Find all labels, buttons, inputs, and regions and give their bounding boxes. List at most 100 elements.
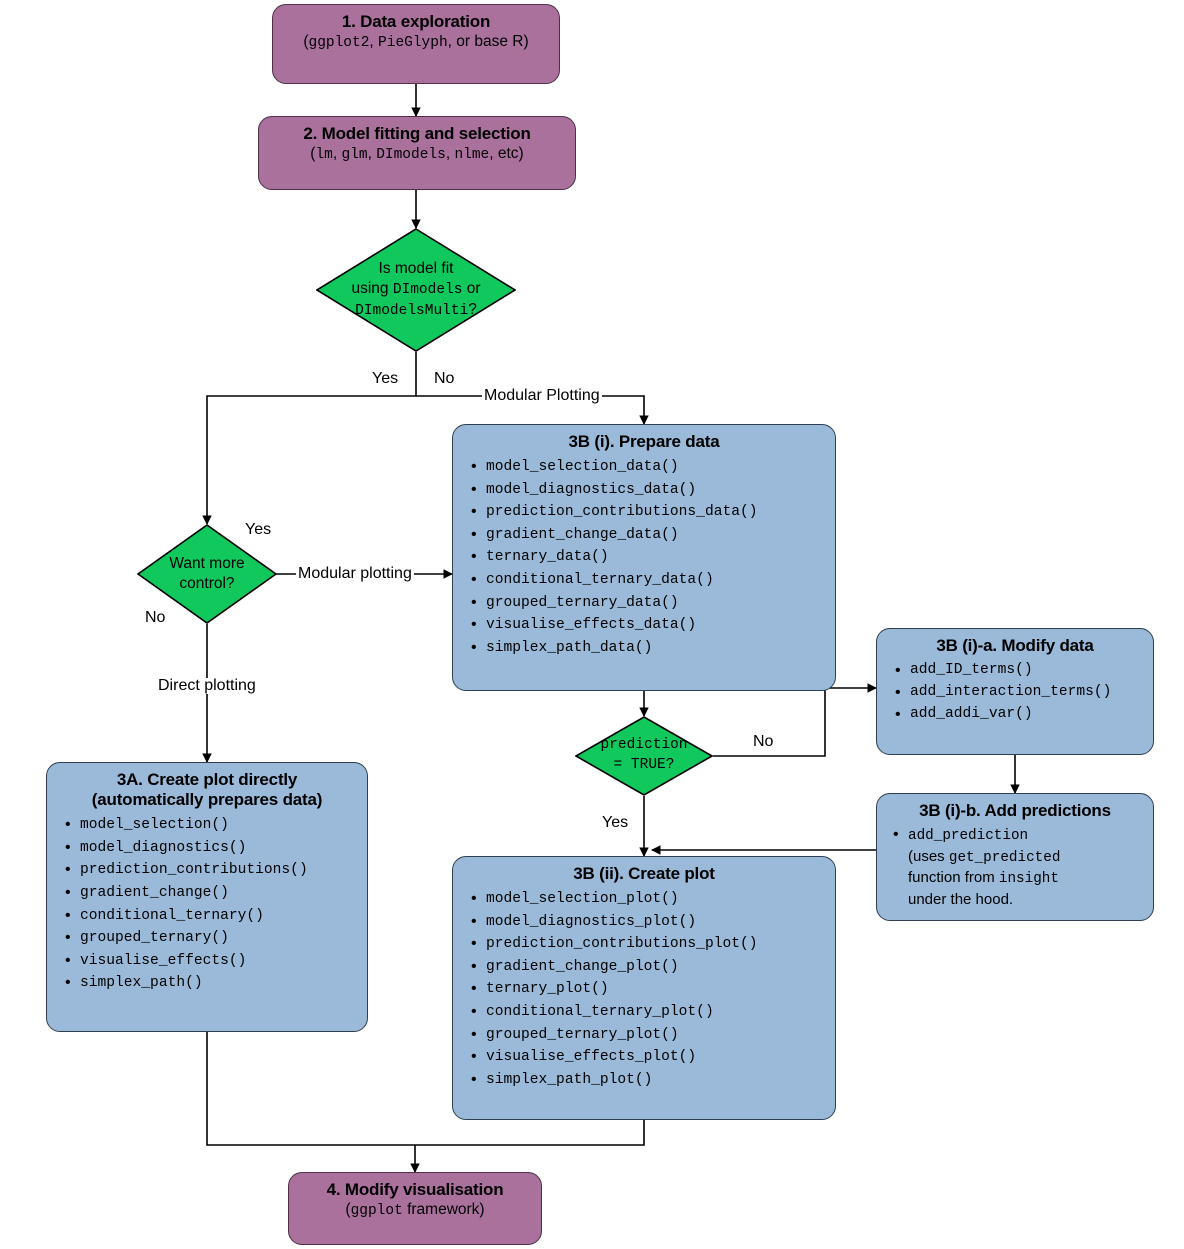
text: 3A. Create plot directly (116, 770, 298, 789)
list-item: simplex_path() (65, 971, 361, 995)
node-add-predictions[interactable]: 3B (i)-b. Add predictions add_prediction… (876, 793, 1154, 921)
text: Want more (169, 554, 245, 572)
list-item: gradient_change_data() (471, 523, 829, 547)
text: , (332, 145, 342, 163)
node-title: 4. Modify visualisation (326, 1180, 504, 1199)
text: function from (908, 869, 999, 887)
node-create-plot[interactable]: 3B (ii). Create plot model_selection_plo… (452, 856, 836, 1120)
edge-decision3-no (713, 683, 877, 757)
code-pieglyph: PieGlyph (378, 35, 448, 52)
node-title: 3A. Create plot directly(automatically p… (47, 763, 367, 810)
list-item: model_selection_plot() (471, 887, 829, 911)
edge-label-d1-yes: Yes (370, 370, 401, 387)
code-ggplot2: ggplot2 (308, 35, 370, 52)
decision-prediction-true[interactable]: prediction = TRUE? (575, 716, 713, 796)
code-get-predicted: get_predicted (948, 849, 1061, 866)
list-item: visualise_effects_data() (471, 613, 829, 637)
node-modify-visualisation[interactable]: 4. Modify visualisation (ggplot framewor… (288, 1172, 542, 1245)
code-insight: insight (998, 871, 1059, 888)
node-prepare-data[interactable]: 3B (i). Prepare data model_selection_dat… (452, 424, 836, 691)
code-add-prediction: add_prediction (908, 828, 1029, 845)
diamond-shape (137, 524, 277, 624)
node-title: 3B (i)-a. Modify data (936, 636, 1094, 655)
list-item: visualise_effects_plot() (471, 1045, 829, 1069)
text: or (462, 280, 481, 298)
list-item: grouped_ternary() (65, 926, 361, 950)
list-item: ternary_data() (471, 546, 829, 570)
text: , (369, 33, 379, 51)
code-dimodelsmulti: DImodelsMulti (355, 303, 469, 320)
list-item: prediction_contributions_plot() (471, 932, 829, 956)
list-item: grouped_ternary_plot() (471, 1023, 829, 1047)
list-item: conditional_ternary() (65, 904, 361, 928)
list-item: grouped_ternary_data() (471, 591, 829, 615)
list-item: model_diagnostics_data() (471, 478, 829, 502)
edge-label-d2-no: No (143, 609, 168, 626)
list-item: add_ID_terms() (895, 659, 1147, 683)
edge-label-modular-plotting: Modular plotting (296, 565, 414, 582)
text: (uses (908, 847, 949, 865)
list-item: ternary_plot() (471, 978, 829, 1002)
edge-label-direct-plotting: Direct plotting (156, 677, 258, 694)
list-item: conditional_ternary_plot() (471, 1000, 829, 1024)
list-item: visualise_effects() (65, 949, 361, 973)
node-title: 2. Model fitting and selection (303, 124, 531, 143)
list-item: conditional_ternary_data() (471, 568, 829, 592)
list-item: prediction_contributions() (65, 858, 361, 882)
text: (automatically prepares data) (91, 790, 323, 810)
node-subtitle: (lm, glm, DImodels, nlme, etc) (259, 144, 575, 170)
code-nlme: nlme (454, 147, 490, 164)
text: , (445, 145, 455, 163)
text: ? (468, 301, 477, 319)
text: Is model fit (378, 259, 454, 277)
function-list: model_selection_data() model_diagnostics… (453, 455, 835, 660)
function-list: add_ID_terms() add_interaction_terms() a… (877, 659, 1153, 727)
decision-label: Is model fit using DImodels or DImodelsM… (347, 259, 484, 322)
text: , etc) (489, 145, 524, 163)
list-item: model_diagnostics() (65, 836, 361, 860)
node-data-exploration[interactable]: 1. Data exploration (ggplot2, PieGlyph, … (272, 4, 560, 84)
function-list: model_selection() model_diagnostics() pr… (47, 813, 367, 996)
node-model-fitting[interactable]: 2. Model fitting and selection (lm, glm,… (258, 116, 576, 190)
edge-label-d1-no: No (432, 370, 457, 387)
decision-label: prediction = TRUE? (596, 736, 691, 775)
text: under the hood. (908, 891, 1014, 909)
text: ( (310, 145, 316, 163)
decision-label: Want more control? (165, 554, 248, 595)
node-title: 1. Data exploration (341, 12, 491, 31)
decision-want-more-control[interactable]: Want more control? (137, 524, 277, 624)
node-title: 3B (i). Prepare data (568, 432, 720, 451)
edge-label-d2-yes: Yes (243, 521, 274, 538)
code-dimodels: DImodels (392, 282, 463, 299)
text: prediction (600, 737, 688, 754)
list-item: model_diagnostics_plot() (471, 910, 829, 934)
edge-label-d3-no: No (751, 733, 776, 750)
list-item: add_addi_var() (895, 703, 1147, 727)
edge-label-modular-plotting-cap: Modular Plotting (482, 387, 602, 404)
node-create-plot-directly[interactable]: 3A. Create plot directly(automatically p… (46, 762, 368, 1032)
code-dimodels: DImodels (376, 147, 446, 164)
function-list: model_selection_plot() model_diagnostics… (453, 887, 835, 1092)
list-item: prediction_contributions_data() (471, 500, 829, 524)
node-title: 3B (i)-b. Add predictions (919, 801, 1111, 820)
text: , (367, 145, 377, 163)
function-list: add_prediction (uses get_predictedfunctio… (877, 824, 1153, 911)
list-item: add_interaction_terms() (895, 681, 1147, 705)
text: ( (303, 33, 309, 51)
node-modify-data[interactable]: 3B (i)-a. Modify data add_ID_terms() add… (876, 628, 1154, 755)
list-item-add-prediction: add_prediction (uses get_predictedfunctio… (893, 824, 1147, 911)
text: , or base R) (447, 33, 529, 51)
code-ggplot: ggplot (350, 1203, 403, 1220)
list-item: gradient_change() (65, 881, 361, 905)
text: ( (345, 1201, 351, 1219)
list-item: gradient_change_plot() (471, 955, 829, 979)
decision-model-fit-dimodels[interactable]: Is model fit using DImodels or DImodelsM… (316, 228, 516, 352)
code-lm: lm (315, 147, 333, 164)
text: using (351, 280, 393, 298)
list-item: simplex_path_data() (471, 636, 829, 660)
text: framework) (402, 1201, 485, 1219)
node-subtitle: (ggplot2, PieGlyph, or base R) (273, 32, 559, 58)
node-subtitle: (ggplot framework) (289, 1200, 541, 1226)
text: control? (179, 575, 235, 592)
